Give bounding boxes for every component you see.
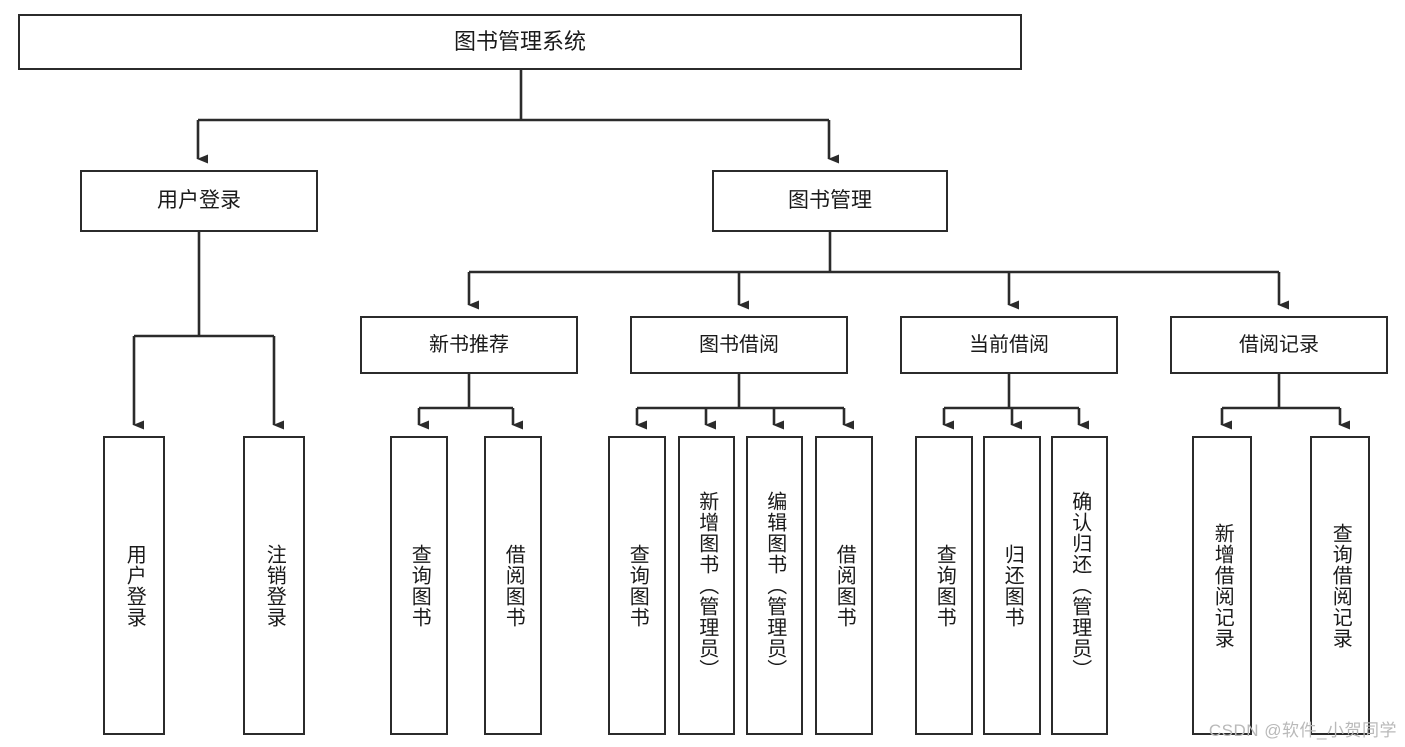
node-leaf-9[interactable]: 查询图书 (915, 436, 973, 735)
node-leaf-3-label: 查询图书 (408, 543, 431, 628)
node-leaf-2[interactable]: 注销登录 (243, 436, 305, 735)
node-leaf-9-label: 查询图书 (933, 543, 956, 628)
node-leaf-12-label: 新增借阅记录 (1211, 522, 1234, 649)
node-leaf-5[interactable]: 查询图书 (608, 436, 666, 735)
node-leaf-7-label: 编辑图书（管理员） (763, 491, 786, 680)
node-leaf-4[interactable]: 借阅图书 (484, 436, 542, 735)
node-level2-1-label: 新书推荐 (429, 333, 509, 356)
node-root[interactable]: 图书管理系统 (18, 14, 1022, 70)
node-level1-2[interactable]: 图书管理 (712, 170, 948, 232)
node-leaf-7[interactable]: 编辑图书（管理员） (746, 436, 803, 735)
node-leaf-8-label: 借阅图书 (833, 543, 856, 628)
node-leaf-3[interactable]: 查询图书 (390, 436, 448, 735)
node-leaf-11-label: 确认归还（管理员） (1068, 491, 1091, 680)
watermark: CSDN @软件_小贺同学 (1208, 721, 1397, 740)
node-level2-2[interactable]: 图书借阅 (630, 316, 848, 374)
node-level1-1[interactable]: 用户登录 (80, 170, 318, 232)
node-level2-4-label: 借阅记录 (1239, 333, 1319, 356)
node-level1-2-label: 图书管理 (788, 189, 872, 213)
node-level1-1-label: 用户登录 (157, 189, 241, 213)
node-leaf-6-label: 新增图书（管理员） (695, 491, 718, 680)
node-leaf-10[interactable]: 归还图书 (983, 436, 1041, 735)
node-leaf-13-label: 查询借阅记录 (1329, 522, 1352, 649)
node-leaf-2-label: 注销登录 (263, 543, 286, 628)
node-root-label: 图书管理系统 (453, 28, 586, 54)
node-level2-2-label: 图书借阅 (699, 333, 779, 356)
node-level2-3-label: 当前借阅 (969, 333, 1049, 356)
node-leaf-1-label: 用户登录 (123, 543, 146, 628)
node-level2-3[interactable]: 当前借阅 (900, 316, 1118, 374)
node-leaf-13[interactable]: 查询借阅记录 (1310, 436, 1370, 735)
node-leaf-5-label: 查询图书 (626, 543, 649, 628)
node-leaf-1[interactable]: 用户登录 (103, 436, 165, 735)
node-leaf-12[interactable]: 新增借阅记录 (1192, 436, 1252, 735)
node-leaf-6[interactable]: 新增图书（管理员） (678, 436, 735, 735)
node-level2-4[interactable]: 借阅记录 (1170, 316, 1388, 374)
node-leaf-10-label: 归还图书 (1001, 543, 1024, 628)
node-leaf-8[interactable]: 借阅图书 (815, 436, 873, 735)
node-level2-1[interactable]: 新书推荐 (360, 316, 578, 374)
node-leaf-11[interactable]: 确认归还（管理员） (1051, 436, 1108, 735)
node-leaf-4-label: 借阅图书 (502, 543, 525, 628)
